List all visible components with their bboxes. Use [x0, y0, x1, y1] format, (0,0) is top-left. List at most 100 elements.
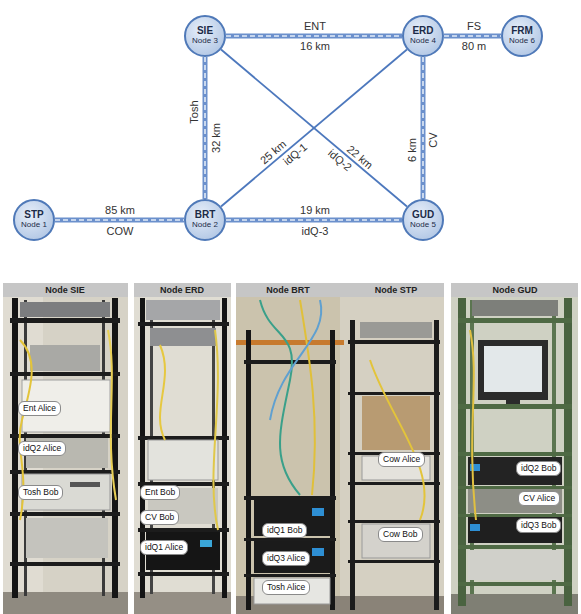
rack-shelf	[458, 545, 572, 549]
equipment-box	[22, 474, 110, 510]
equipment-box	[472, 300, 558, 316]
rack-shelf	[10, 512, 120, 516]
device-label: Cow Bob	[383, 529, 418, 540]
device-callout: CV Bob	[140, 510, 179, 525]
device-label: idQ3 Bob	[521, 520, 556, 531]
panel-header-strip	[3, 283, 128, 297]
device-callout: Cow Bob	[378, 527, 423, 542]
photo-floor	[451, 594, 578, 614]
equipment-box	[22, 380, 110, 432]
device-label: CV Alice	[523, 493, 555, 504]
panel-heading: Node BRT	[266, 283, 310, 297]
node-number: Node 5	[410, 221, 436, 230]
link-distance: 6 km	[406, 138, 418, 162]
device-callout: Cow Alice	[378, 452, 425, 467]
fiber-link	[203, 57, 208, 199]
rack-shelf	[348, 392, 440, 395]
fiber-link	[226, 218, 402, 223]
cable-tray	[236, 340, 344, 345]
network-node: SIENode 3	[184, 15, 226, 57]
fiber-link-dash	[204, 57, 206, 199]
rack-shelf	[244, 496, 336, 500]
equipment-display	[200, 540, 212, 547]
rack-shelf	[348, 482, 440, 485]
photo-panel: Node SIEEnt AliceidQ2 AliceTosh Bob	[3, 283, 128, 614]
device-label: idQ1 Alice	[145, 542, 183, 553]
fiber-cable	[108, 330, 116, 500]
equipment-box	[468, 517, 562, 543]
photo-panel: Node BRTNode STPCow AliceidQ1 BobCow Bob…	[236, 283, 444, 614]
panel-header-strip	[451, 283, 578, 297]
rack-post	[222, 298, 227, 598]
network-node: STPNode 1	[13, 199, 55, 241]
device-callout: idQ2 Alice	[18, 441, 66, 456]
rack-shelf	[138, 322, 229, 326]
device-callout: idQ3 Alice	[262, 551, 310, 566]
fiber-link	[421, 57, 426, 199]
fiber-link-dash	[55, 219, 184, 221]
link-protocol: CV	[427, 132, 439, 147]
device-callout: idQ2 Bob	[516, 461, 561, 476]
node-name: STP	[24, 210, 43, 221]
photo-floor	[3, 592, 128, 614]
node-number: Node 6	[509, 37, 535, 46]
link-distance: 16 km	[300, 40, 330, 52]
rack-shelf	[244, 360, 336, 364]
rack-shelf	[10, 562, 120, 566]
link-distance: 32 km	[210, 123, 222, 153]
link-distance: 19 km	[300, 204, 330, 216]
device-callout: Tosh Alice	[262, 580, 310, 595]
rack-shelf	[348, 340, 440, 344]
rack-post	[330, 330, 335, 610]
fiber-link	[55, 218, 184, 223]
device-callout: idQ3 Bob	[516, 518, 561, 533]
rack-post	[350, 320, 355, 610]
rack-post	[434, 320, 439, 610]
device-label: Tosh Alice	[267, 582, 305, 593]
link-distance: 85 km	[105, 204, 135, 216]
panel-header-strip	[236, 283, 444, 297]
equipment-box	[360, 322, 432, 338]
fiber-cable	[213, 330, 218, 530]
fiber-link-dash	[226, 219, 402, 221]
device-label: idQ1 Bob	[267, 525, 302, 536]
device-label: Cow Alice	[383, 454, 420, 465]
rack-post	[112, 298, 118, 598]
equipment-display	[470, 524, 480, 531]
equipment-box	[26, 518, 108, 558]
device-callout: Tosh Bob	[18, 485, 63, 500]
device-callout: idQ1 Bob	[262, 523, 307, 538]
fiber-cable	[300, 300, 315, 495]
fiber-link	[221, 50, 407, 207]
equipment-box	[30, 345, 100, 371]
device-callout: Ent Bob	[140, 485, 180, 500]
fiber-cable	[470, 330, 476, 520]
fiber-link-dash	[444, 35, 501, 37]
fiber-link	[226, 34, 402, 39]
node-name: SIE	[197, 26, 213, 37]
fiber-cable	[160, 345, 165, 440]
rack-shelf	[348, 520, 440, 523]
equipment-box	[254, 578, 330, 604]
device-label: idQ3 Alice	[267, 553, 305, 564]
photo-panel: Node ERDEnt BobCV BobidQ1 Alice	[134, 283, 231, 614]
link-distance: 80 m	[462, 40, 486, 52]
monitor-stand	[506, 400, 520, 404]
node-number: Node 1	[21, 221, 47, 230]
rack-shelf	[10, 470, 120, 474]
panel-heading: Node GUD	[493, 283, 538, 297]
rack-post	[246, 330, 251, 610]
link-protocol: Tosh	[188, 100, 200, 123]
equipment-box	[362, 524, 430, 558]
photo-floor	[134, 592, 231, 614]
equipment-box	[146, 532, 220, 570]
network-node: GUDNode 5	[402, 199, 444, 241]
panel-header-strip	[134, 283, 231, 297]
device-label: Tosh Bob	[23, 487, 58, 498]
fiber-cable	[370, 360, 425, 520]
link-protocol: ENT	[304, 20, 326, 32]
